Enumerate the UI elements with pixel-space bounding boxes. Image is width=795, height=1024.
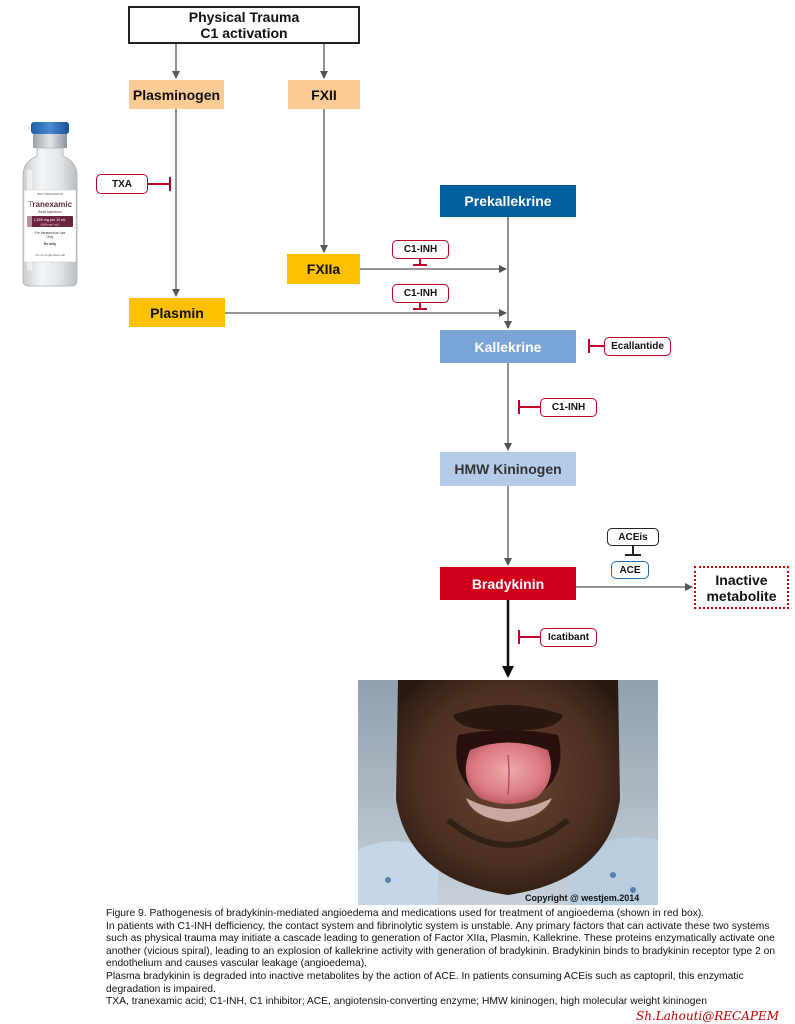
vial-ndc: NDC 00000-000-00 [37,192,63,196]
ace-label: ACE [611,561,649,579]
caption-title: Figure 9. Pathogenesis of bradykinin-med… [106,908,705,919]
vial-subtitle: Acid Injection [38,209,62,214]
inactive-line1: Inactive [715,571,768,588]
caption-mechanism: In patients with C1-INH defficiency, the… [106,920,776,970]
fxiia-box: FXIIa [287,254,360,284]
vial-brand: Tranexamic [28,200,73,209]
inactive-metabolite-box: Inactive metabolite [694,566,789,609]
caption-ace: Plasma bradykinin is degraded into inact… [106,970,744,995]
vial-dose-sub: (100 mg / mL) [41,223,60,227]
prekallekrine-box: Prekallekrine [440,185,576,217]
figure-caption: Figure 9. Pathogenesis of bradykinin-med… [106,908,790,1009]
c1inh-fxiia-label: C1-INH [392,240,449,259]
icatibant-label: Icatibant [540,628,597,647]
trauma-subtitle: C1 activation [200,25,288,41]
fxii-box: FXII [288,80,360,109]
vial-dose: 1,000 mg per 10 mL [34,218,66,222]
vial-rx: Rx only [44,242,56,246]
hmw-kininogen-box: HMW Kininogen [440,452,576,486]
physical-trauma-box: Physical Trauma C1 activation [128,6,360,44]
photo-copyright: Copyright @ westjem.2014 [525,893,640,903]
ecallantide-label: Ecallantide [604,337,671,356]
angioedema-patient-photo [358,680,658,905]
author-signature: Sh.Lahouti@RECAPEM [636,1009,779,1023]
c1inh-kallekrine-label: C1-INH [540,398,597,417]
patient-photo-illustration [358,680,658,905]
caption-abbreviations: TXA, tranexamic acid; C1-INH, C1 inhibit… [106,996,707,1008]
bradykinin-box: Bradykinin [440,567,576,600]
aceis-label: ACEis [607,528,659,546]
vial-only: Only [47,235,54,239]
trauma-title: Physical Trauma [188,9,300,25]
kallekrine-box: Kallekrine [440,330,576,363]
plasminogen-box: Plasminogen [129,80,224,109]
vial-route: For Intravenous Use [35,231,66,235]
txa-label: TXA [96,174,148,194]
vial-size: 10 mL single-dose vial [35,253,65,257]
c1inh-plasmin-label: C1-INH [392,284,449,303]
plasmin-box: Plasmin [129,298,225,327]
inactive-line2: metabolite [706,587,777,604]
tranexamic-vial-image: NDC 00000-000-00 Tranexamic Acid Injecti… [22,122,78,287]
